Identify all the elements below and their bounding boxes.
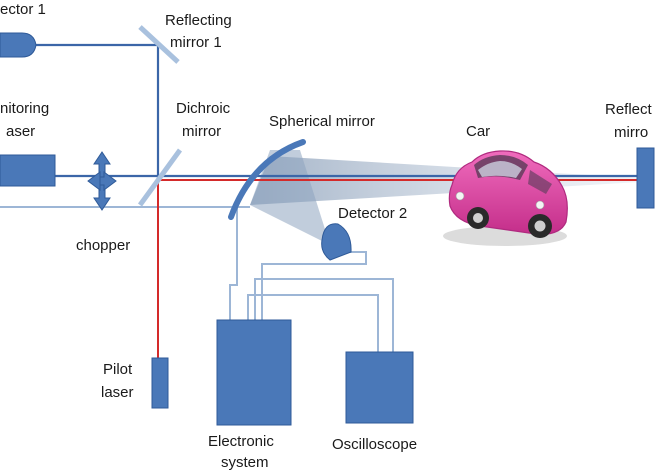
- wire-electronics-to-oscilloscope-a: [254, 278, 394, 352]
- label-chopper: chopper: [76, 237, 130, 254]
- label-pilot-laser-line2: laser: [101, 384, 134, 401]
- wiring: [0, 205, 394, 352]
- wire-detector2-to-electronics: [261, 251, 367, 320]
- electronic-system-body: [216, 319, 292, 426]
- dichroic-mirror: [137, 148, 183, 207]
- label-spherical-mirror: Spherical mirror: [269, 113, 375, 130]
- detector1-body: [0, 32, 37, 58]
- label-monitoring-laser-line1: nitoring: [0, 100, 49, 117]
- label-reflecting-mirror2-line1: Reflect: [605, 101, 653, 118]
- wire-mirror-to-electronics: [229, 205, 238, 320]
- label-pilot-laser-line1: Pilot: [103, 361, 133, 378]
- red-beam: [157, 179, 640, 358]
- reflecting-mirror2: [636, 147, 655, 209]
- car-illustration-icon: [443, 150, 568, 246]
- oscilloscope-body: [345, 351, 414, 424]
- label-reflecting-mirror1-line1: Reflecting: [165, 12, 232, 29]
- pilot-laser-body: [151, 357, 169, 409]
- label-reflecting-mirror1-line2: mirror 1: [170, 34, 222, 51]
- label-oscilloscope: Oscilloscope: [332, 436, 417, 453]
- label-dichroic-mirror-line2: mirror: [182, 123, 221, 140]
- monitoring-laser-body: [0, 154, 56, 187]
- label-electronic-system-line2: system: [221, 454, 269, 471]
- label-dichroic-mirror-line1: Dichroic: [176, 100, 231, 117]
- reflecting-mirror1: [138, 25, 180, 64]
- label-electronic-system-line1: Electronic: [208, 433, 274, 450]
- label-car: Car: [466, 123, 490, 140]
- chopper-icon: [87, 151, 117, 211]
- label-monitoring-laser-line2: aser: [6, 123, 35, 140]
- detector2-body: [321, 223, 352, 261]
- light-cone-to-detector2: [250, 150, 330, 245]
- label-detector1: ector 1: [0, 1, 46, 18]
- spherical-mirror: [228, 139, 306, 220]
- label-reflecting-mirror2-line2: mirro: [614, 124, 648, 141]
- wire-electronics-to-oscilloscope-b: [247, 294, 379, 352]
- label-detector2: Detector 2: [338, 205, 407, 222]
